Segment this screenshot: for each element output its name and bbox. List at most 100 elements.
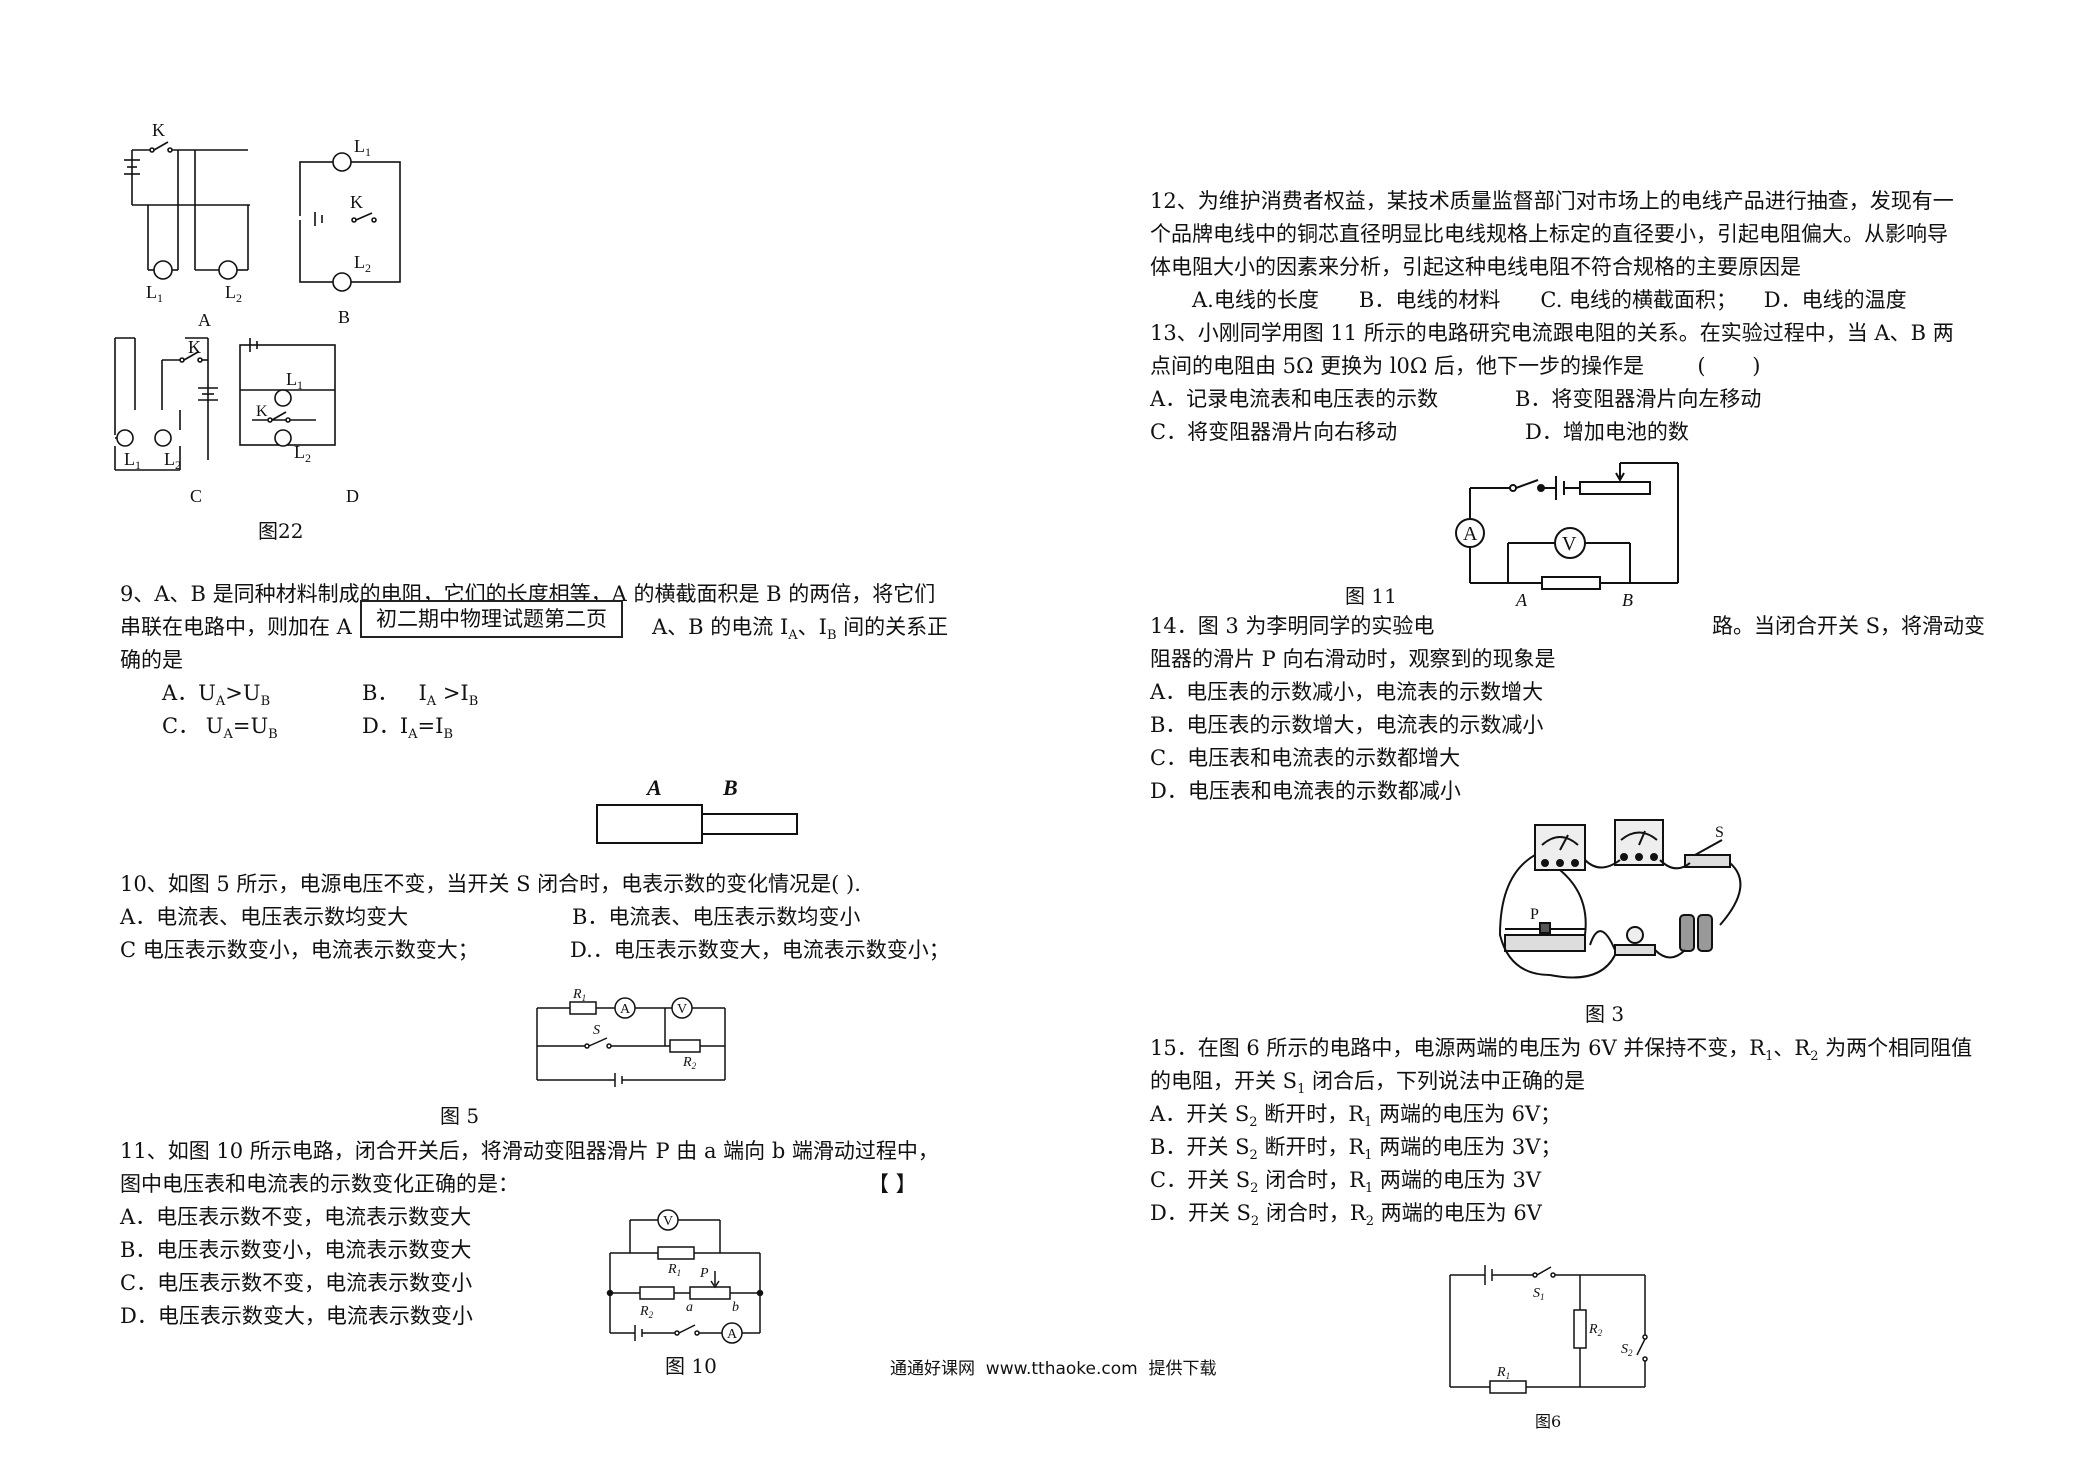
- q10-option-b: B．电流表、电压表示数均变小: [572, 905, 861, 929]
- q12-line1: 12、为维护消费者权益，某技术质量监督部门对市场上的电线产品进行抽查，发现有一: [1150, 189, 1954, 213]
- fig5-ammeter-label: A: [620, 1002, 631, 1017]
- q13-option-a: A．记录电流表和电压表的示数: [1150, 387, 1439, 411]
- footer-credit: 通通好课网 www.tthaoke.com 提供下载: [890, 1359, 1217, 1379]
- fig3-switch: [1684, 839, 1731, 868]
- q11-option-b: B．电压表示数变小，电流表示数变大: [120, 1238, 472, 1262]
- q11-option-d: D．电压表示数变大，电流表示数变小: [120, 1304, 473, 1328]
- fig3-rheostat: [1504, 922, 1586, 952]
- fig10-caption: 图 10: [665, 1354, 717, 1378]
- q12-line2: 个品牌电线中的铜芯直径明显比电线规格上标定的直径要小，引起电阻偏大。从影响导: [1150, 222, 1948, 246]
- q11-option-a: A．电压表示数不变，电流表示数变大: [120, 1205, 472, 1229]
- q14-line2: 阻器的滑片 P 向右滑动时，观察到的现象是: [1150, 647, 1556, 671]
- q15-option-b: B．开关 S2 断开时，R1 两端的电压为 3V；: [1150, 1135, 1562, 1164]
- circuit-d: [239, 338, 336, 447]
- q15-option-c: C．开关 S2 闭合时，R1 两端的电压为 3V: [1150, 1168, 1542, 1197]
- figure-5: R1 A V S R2: [536, 987, 726, 1087]
- q10-option-d: D.．电压表示数变大，电流表示数变小；: [570, 938, 950, 962]
- figure-10: V R1 P R2 a b A: [606, 1209, 764, 1344]
- q9-line3: 确的是: [120, 648, 183, 672]
- fig11-label-a: A: [1515, 590, 1528, 610]
- q14-option-d: D．电压表和电流表的示数都减小: [1150, 779, 1461, 803]
- figure-11: A V A B: [1455, 462, 1679, 610]
- q14-line1a: 14．图 3 为李明同学的实验电: [1150, 614, 1435, 638]
- q15-line1: 15．在图 6 所示的电路中，电源两端的电压为 6V 并保持不变，R1、R2 为…: [1150, 1036, 1973, 1065]
- q9-line2b: A、B 的电流 IA、IB 间的关系正: [652, 615, 949, 644]
- fig11-ammeter-label: A: [1463, 523, 1478, 545]
- fig22-caption: 图22: [258, 519, 304, 543]
- fig10-label-r2: R2: [639, 1304, 654, 1320]
- fig6-caption: 图6: [1535, 1412, 1562, 1431]
- fig22-label-k-a: K: [152, 120, 165, 140]
- q13-line2: 点间的电阻由 5Ω 更换为 l0Ω 后，他下一步的操作是 ( ): [1150, 354, 1761, 378]
- fig22-label-c: C: [190, 486, 202, 506]
- q13-option-c: C．将变阻器滑片向右移动: [1150, 420, 1398, 444]
- fig10-voltmeter-label: V: [663, 1214, 673, 1229]
- q14-option-c: C．电压表和电流表的示数都增大: [1150, 746, 1461, 770]
- q11-line2: 图中电压表和电流表的示数变化正确的是：: [120, 1172, 519, 1196]
- fig10-ammeter-label: A: [727, 1327, 738, 1342]
- q11-answer-bracket: 【 】: [868, 1172, 917, 1196]
- q15-option-d: D．开关 S2 闭合时，R2 两端的电压为 6V: [1150, 1201, 1542, 1230]
- fig3-battery: [1679, 914, 1713, 952]
- fig22-label-l1-a: L1: [146, 282, 163, 305]
- fig3-label-p: P: [1530, 906, 1539, 923]
- fig22-label-k-b: K: [350, 192, 363, 212]
- q14-option-b: B．电压表的示数增大，电流表的示数减小: [1150, 713, 1544, 737]
- q9-option-d: D．IA=IB: [362, 714, 453, 743]
- q9-figure-label-a: A: [645, 775, 662, 800]
- q9-option-b: B． IA >IB: [362, 681, 479, 710]
- q15-line2: 的电阻，开关 S1 闭合后，下列说法中正确的是: [1150, 1069, 1586, 1098]
- q9-figure-label-b: B: [722, 775, 738, 800]
- fig3-ammeter: [1534, 824, 1586, 871]
- q10-line1: 10、如图 5 所示，电源电压不变，当开关 S 闭合时，电表示数的变化情况是( …: [120, 872, 861, 896]
- fig6-label-s1: S1: [1533, 1286, 1545, 1302]
- fig5-label-s: S: [593, 1023, 600, 1038]
- fig22-label-k-c: K: [188, 337, 201, 357]
- fig22-label-k-d: K: [256, 403, 268, 420]
- fig10-label-b-end: b: [732, 1300, 739, 1315]
- q9-conductor-figure: A B: [596, 775, 798, 844]
- fig3-voltmeter: [1614, 819, 1664, 866]
- q11-option-c: C．电压表示数不变，电流表示数变小: [120, 1271, 473, 1295]
- fig10-label-a-end: a: [686, 1300, 693, 1315]
- fig10-label-r1: R1: [667, 1262, 681, 1278]
- q9-option-c: C． UA=UB: [162, 714, 278, 743]
- fig3-label-s: S: [1715, 824, 1724, 841]
- fig3-caption: 图 3: [1585, 1002, 1625, 1026]
- q12-options: A.电线的长度 B．电线的材料 C. 电线的横截面积； D．电线的温度: [1192, 288, 1907, 312]
- q10-option-c: C 电压表示数变小，电流表示数变大；: [120, 938, 479, 962]
- page-stamp: 初二期中物理试题第二页: [360, 600, 623, 638]
- q13-line1: 13、小刚同学用图 11 所示的电路研究电流跟电阻的关系。在实验过程中，当 A、…: [1150, 321, 1954, 345]
- q14-line1b: 路。当闭合开关 S，将滑动变: [1712, 614, 1986, 638]
- q11-line1: 11、如图 10 所示电路，闭合开关后，将滑动变阻器滑片 P 由 a 端向 b …: [120, 1139, 939, 1163]
- figure-22: K L1 L2 A L1 K L2 B K L1 L2 C L1 K L2 D: [114, 120, 401, 506]
- q13-option-d: D．增加电池的数: [1525, 420, 1689, 444]
- fig22-label-l1-c: L1: [124, 449, 141, 472]
- q9-line2a: 串联在电路中，则加在 A: [120, 615, 352, 639]
- fig22-label-l2-a: L2: [225, 282, 242, 305]
- figure-6: S1 R2 S2 R1: [1449, 1265, 1648, 1394]
- fig6-label-r2: R2: [1588, 1322, 1603, 1338]
- fig22-label-d: D: [346, 486, 359, 506]
- fig5-caption: 图 5: [440, 1104, 480, 1128]
- circuit-a: [124, 141, 250, 280]
- circuit-c: [114, 337, 218, 471]
- figure-3: S P: [1498, 819, 1742, 979]
- fig5-label-r1: R1: [572, 987, 586, 1003]
- q10-option-a: A．电流表、电压表示数均变大: [120, 905, 409, 929]
- q15-option-a: A．开关 S2 断开时，R1 两端的电压为 6V；: [1150, 1102, 1562, 1131]
- circuit-b: [295, 152, 401, 292]
- fig6-label-s2: S2: [1621, 1342, 1633, 1358]
- fig5-voltmeter-label: V: [677, 1002, 687, 1017]
- fig11-voltmeter-label: V: [1562, 533, 1577, 555]
- fig6-label-r1: R1: [1496, 1365, 1510, 1381]
- fig11-label-b: B: [1622, 590, 1633, 610]
- fig22-label-l1-d: L1: [286, 369, 303, 392]
- q9-option-a: A．UA>UB: [162, 681, 271, 710]
- fig3-bulb: [1614, 926, 1656, 956]
- fig5-label-r2: R2: [682, 1055, 697, 1071]
- fig22-label-a: A: [198, 310, 211, 330]
- fig22-label-l2-c: L2: [164, 449, 181, 472]
- fig22-label-b: B: [338, 307, 350, 327]
- q14-option-a: A．电压表的示数减小，电流表的示数增大: [1150, 680, 1544, 704]
